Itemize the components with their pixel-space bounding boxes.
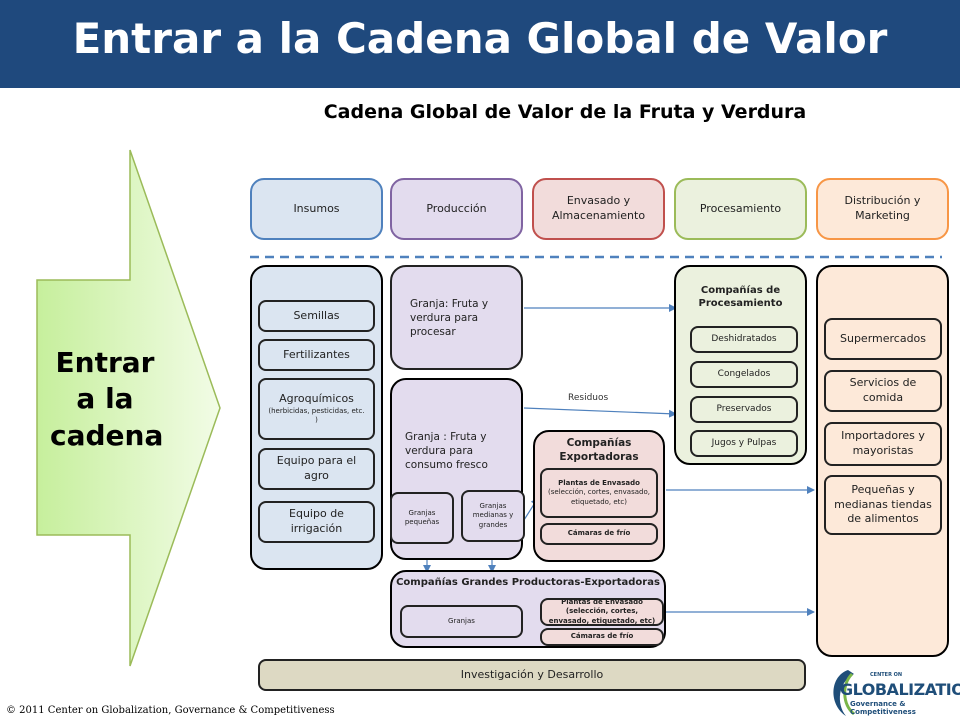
distribucion-supermercados: Supermercados <box>824 318 942 360</box>
insumos-equipo-irrigacion: Equipo de irrigación <box>258 501 375 543</box>
globalization-logo: CENTER ON GLOBALIZATION Governance & Com… <box>828 666 960 720</box>
logo-swoosh-icon <box>833 670 856 716</box>
page-title: Entrar a la Cadena Global de Valor <box>72 14 888 63</box>
distribucion-pequenas: Pequeñas y medianas tiendas de alimentos <box>824 475 942 535</box>
entry-arrow-shape <box>36 149 221 667</box>
exportadoras-plantas-note: (selección, cortes, envasado, etiquetado… <box>548 488 650 506</box>
procesamiento-jugos: Jugos y Pulpas <box>690 430 798 457</box>
insumos-fertilizantes: Fertilizantes <box>258 339 375 371</box>
granjas-medianas: Granjas medianas y grandes <box>461 490 525 542</box>
granja-procesar: Granja: Fruta y verdura para procesar <box>390 265 523 370</box>
entry-arrow-line2: a la <box>76 382 134 416</box>
title-banner <box>0 0 960 88</box>
residuos-label: Residuos <box>568 393 609 403</box>
procesamiento-preservados: Preservados <box>690 396 798 423</box>
grandes-camaras: Cámaras de frío <box>540 628 664 646</box>
procesamiento-congelados: Congelados <box>690 361 798 388</box>
column-header-insumos: Insumos <box>250 178 383 240</box>
entry-arrow-line3: cadena <box>50 418 164 452</box>
grandes-plantas: Plantas de Envasado (selección, cortes, … <box>540 598 664 626</box>
entry-arrow-line1: Entrar <box>55 346 155 379</box>
copyright-footer: © 2011 Center on Globalization, Governan… <box>6 705 335 716</box>
agroquimicos-note: (herbicidas, pesticidas, etc. ) <box>268 407 365 425</box>
insumos-semillas: Semillas <box>258 300 375 332</box>
grandes-title: Compañías Grandes Productoras-Exportador… <box>396 577 660 589</box>
exportadoras-plantas-label: Plantas de Envasado <box>558 479 640 488</box>
column-header-procesamiento: Procesamiento <box>674 178 807 240</box>
distribucion-servicios: Servicios de comida <box>824 370 942 412</box>
column-header-envasado: Envasado y Almacenamiento <box>532 178 665 240</box>
insumos-agroquimicos: Agroquímicos (herbicidas, pesticidas, et… <box>258 378 375 440</box>
diagram-subtitle: Cadena Global de Valor de la Fruta y Ver… <box>323 101 807 123</box>
logo-sub-text: Governance & Competitiveness <box>850 700 916 716</box>
insumos-equipo-agro: Equipo para el agro <box>258 448 375 490</box>
distribucion-importadores: Importadores y mayoristas <box>824 422 942 466</box>
arrow-residuos <box>523 407 677 418</box>
agroquimicos-label: Agroquímicos <box>279 392 354 406</box>
logo-main-text: GLOBALIZATION <box>840 680 960 699</box>
procesamiento-deshidratados: Deshidratados <box>690 326 798 353</box>
grandes-granjas: Granjas <box>400 605 523 638</box>
column-header-distribucion: Distribución y Marketing <box>816 178 949 240</box>
procesamiento-title: Compañías de Procesamiento <box>698 284 783 310</box>
exportadoras-plantas: Plantas de Envasado (selección, cortes, … <box>540 468 658 518</box>
granjas-pequenas: Granjas pequeñas <box>390 492 454 544</box>
logo-top-text: CENTER ON <box>870 672 903 678</box>
exportadoras-title: Compañías Exportadoras <box>559 436 639 463</box>
exportadoras-camaras: Cámaras de frío <box>540 523 658 545</box>
investigacion-desarrollo: Investigación y Desarrollo <box>258 659 806 691</box>
granja-fresco-label: Granja : Fruta y verdura para consumo fr… <box>405 430 488 472</box>
entry-arrow-label: Entrar a la cadena <box>50 345 164 454</box>
column-header-produccion: Producción <box>390 178 523 240</box>
